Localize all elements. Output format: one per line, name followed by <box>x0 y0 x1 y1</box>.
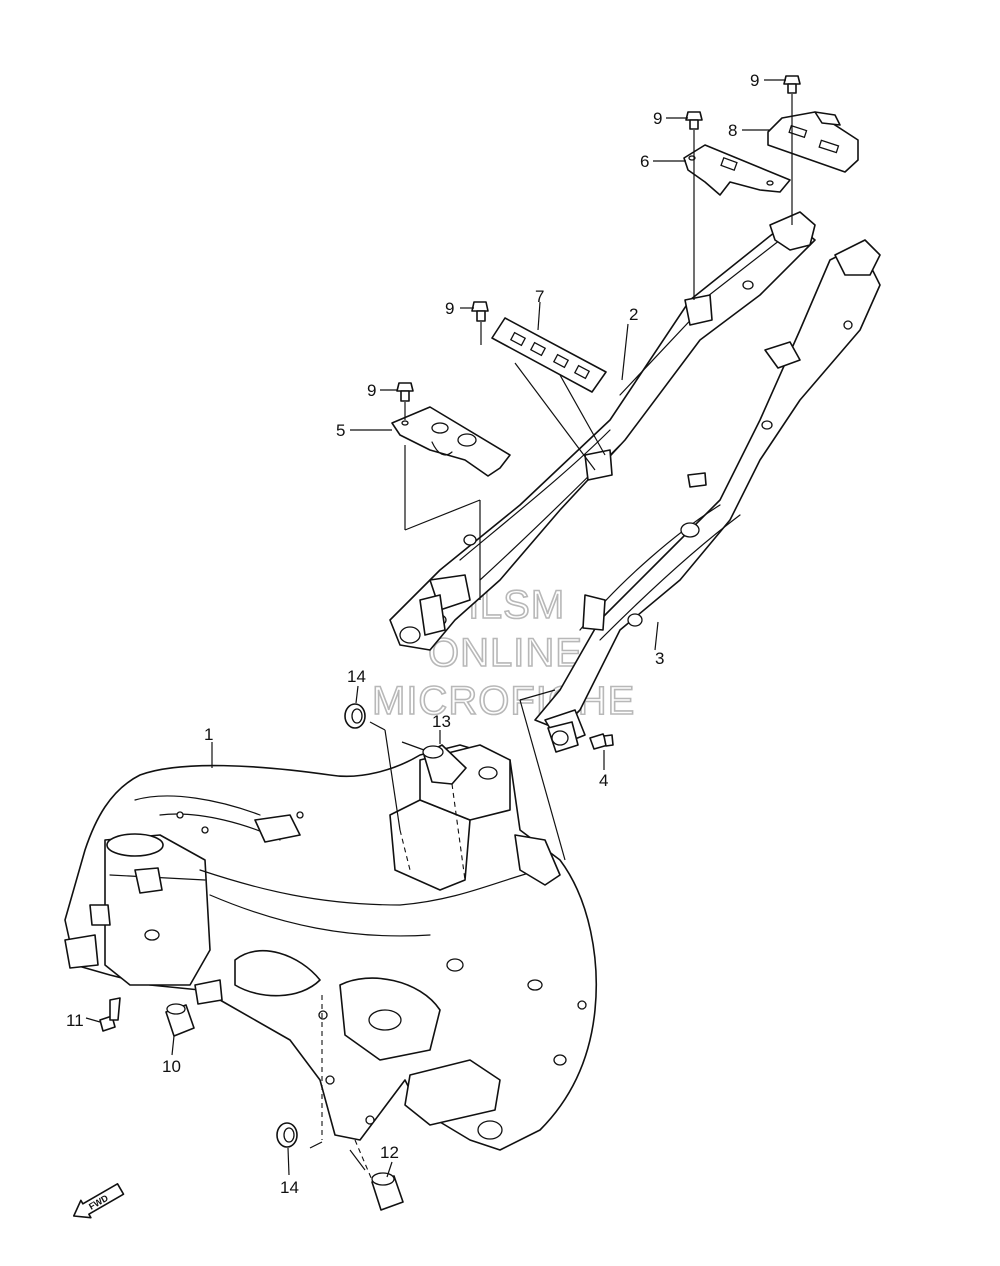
seat-rail-part-2[interactable] <box>389 211 816 651</box>
watermark: HLSM ONLINE MICROFICHE <box>371 582 635 724</box>
spacer-part-12[interactable] <box>371 1172 404 1211</box>
bracket-part-5[interactable] <box>391 406 511 477</box>
callout-9-plate: 9 <box>445 299 454 318</box>
callout-5: 5 <box>336 421 345 440</box>
collar-part-3-mount[interactable] <box>547 721 579 753</box>
callout-9-bracket: 9 <box>367 381 376 400</box>
bolt-part-4[interactable] <box>589 733 614 750</box>
bushing-part-14-b[interactable] <box>276 1122 298 1148</box>
spacer-part-10[interactable] <box>165 1003 195 1037</box>
callout-11: 11 <box>66 1011 84 1030</box>
watermark-line3: MICROFICHE <box>372 679 635 723</box>
callout-9-mid: 9 <box>653 109 662 128</box>
callout-1: 1 <box>204 725 213 744</box>
callout-3: 3 <box>655 649 664 668</box>
spacer-part-13[interactable] <box>422 744 467 785</box>
bolt-part-9-b[interactable] <box>685 111 703 130</box>
callout-14-bottom: 14 <box>280 1178 299 1197</box>
callout-2: 2 <box>629 305 638 324</box>
callout-14-top: 14 <box>347 667 366 686</box>
callout-6: 6 <box>640 152 649 171</box>
plate-part-8[interactable] <box>767 111 859 173</box>
bushing-part-14-a[interactable] <box>344 703 366 729</box>
plate-part-7[interactable] <box>491 317 607 393</box>
callout-13: 13 <box>432 712 451 731</box>
callout-7: 7 <box>535 287 544 306</box>
bolt-part-9-a[interactable] <box>783 75 801 94</box>
bolt-part-11[interactable] <box>99 997 121 1032</box>
bolt-part-9-c[interactable] <box>471 301 489 322</box>
watermark-line2: ONLINE <box>428 631 583 675</box>
callout-10: 10 <box>162 1057 181 1076</box>
callout-9-top: 9 <box>750 71 759 90</box>
main-frame-part-1[interactable] <box>64 744 598 1151</box>
callout-labels: 1 2 3 4 5 6 7 8 9 9 9 9 10 11 12 13 14 1… <box>66 71 759 1197</box>
bolt-part-9-d[interactable] <box>396 382 414 402</box>
leader-lines <box>85 79 793 1178</box>
fwd-arrow-icon <box>72 1183 125 1219</box>
callout-12: 12 <box>380 1143 399 1162</box>
callout-4: 4 <box>599 771 608 790</box>
fwd-direction-badge: FWD <box>72 1183 125 1219</box>
bracket-part-6[interactable] <box>683 144 791 196</box>
hidden-guide-lines <box>321 783 466 1181</box>
callout-8: 8 <box>728 121 737 140</box>
